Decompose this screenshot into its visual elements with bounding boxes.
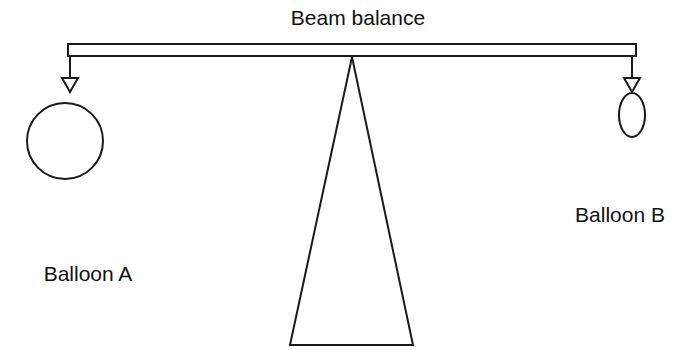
balloon-a <box>27 103 103 179</box>
right-string <box>631 56 633 78</box>
balloon-b <box>619 93 645 137</box>
part-label: Balloon B <box>575 203 665 226</box>
left-hook <box>62 78 78 92</box>
part-label: Balloon A <box>44 262 133 285</box>
fulcrum-stand <box>290 57 413 345</box>
right-hook <box>624 78 640 92</box>
beam <box>68 44 636 56</box>
left-string <box>69 56 71 78</box>
part-label: Beam balance <box>291 6 425 29</box>
